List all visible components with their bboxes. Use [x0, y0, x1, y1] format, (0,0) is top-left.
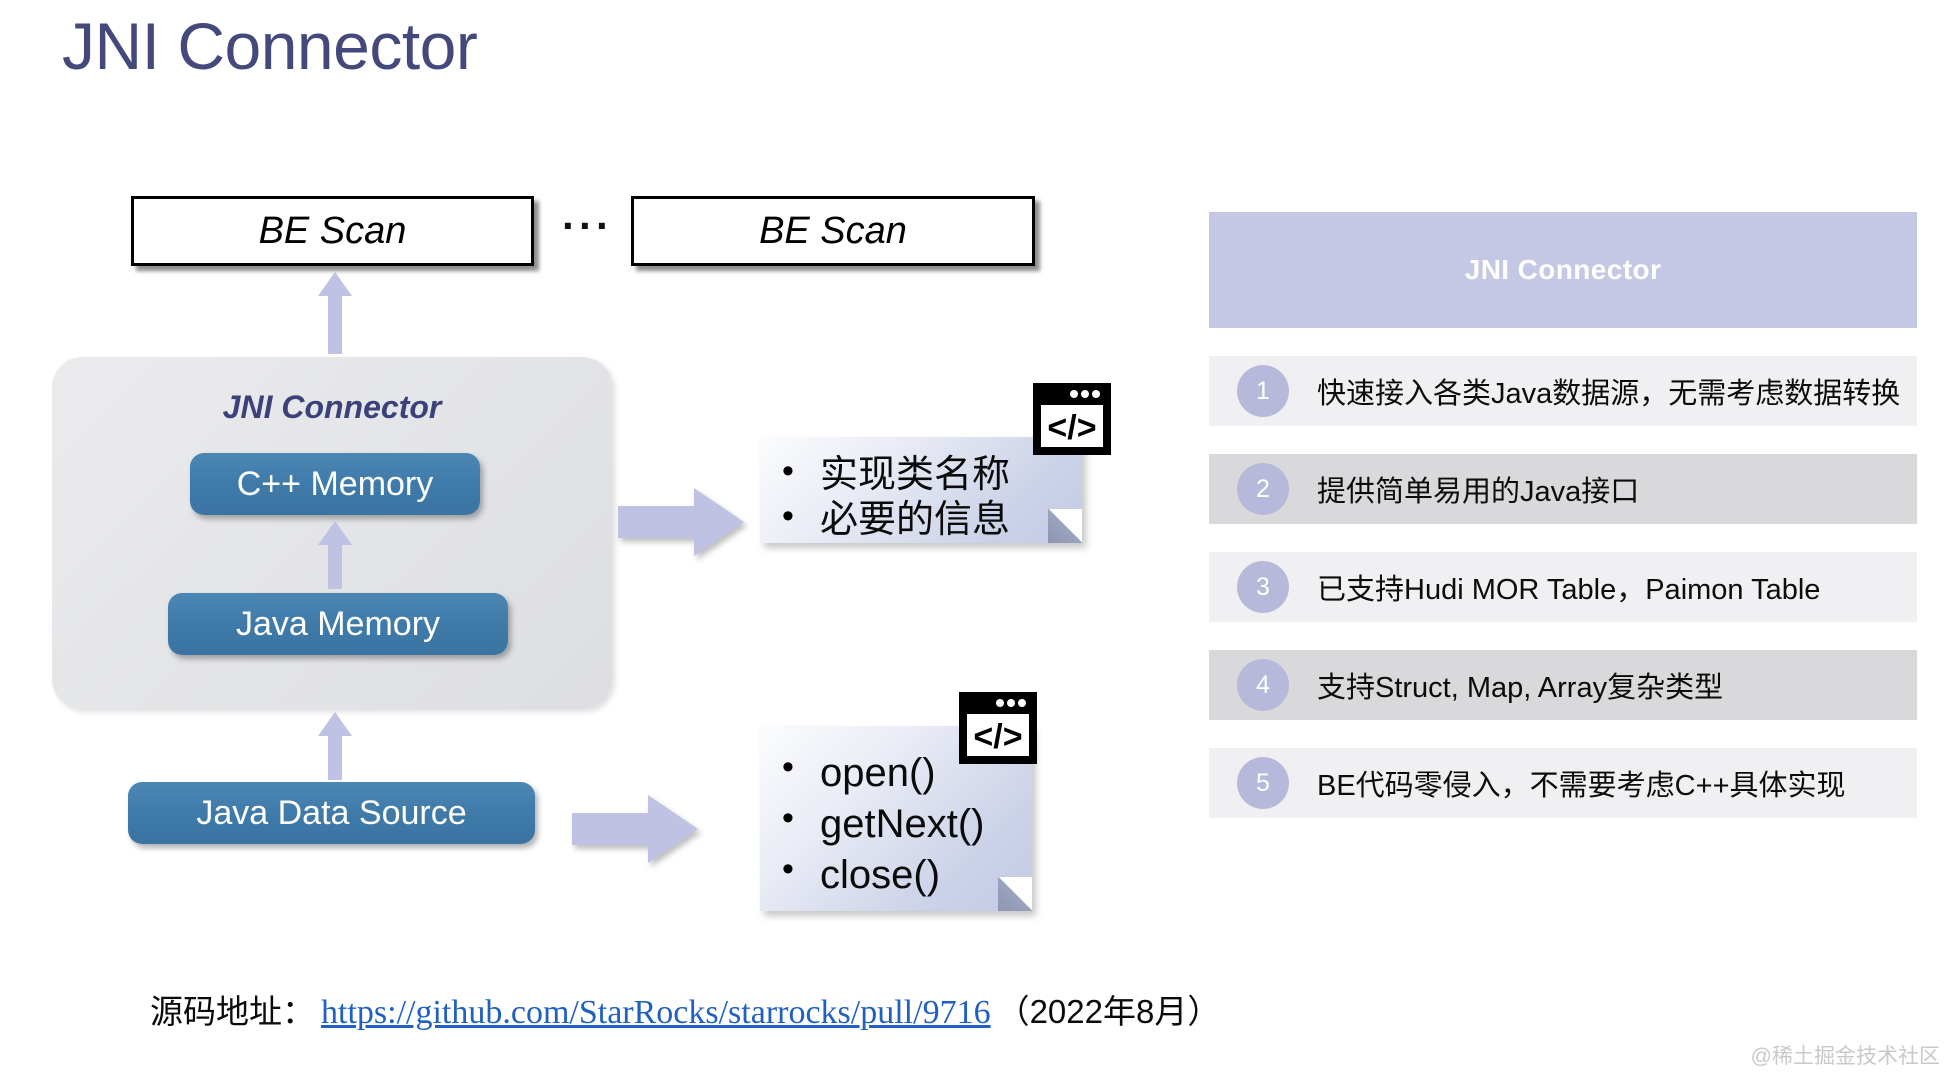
- watermark: @稀土掘金技术社区: [1750, 1045, 1940, 1068]
- page-fold-corner: [998, 877, 1032, 911]
- right-arrow-to-note-two: [572, 795, 698, 863]
- note-card-implementation: 实现类名称 必要的信息: [760, 437, 1082, 543]
- footer-suffix: （2022年8月）: [996, 993, 1221, 1030]
- panel-row-1: 1 快速接入各类Java数据源，无需考虑数据转换: [1209, 356, 1917, 426]
- row-number-badge: 1: [1237, 365, 1289, 417]
- code-window-icon: </>: [959, 692, 1037, 764]
- ellipsis-separator: ···: [562, 202, 613, 249]
- arrow-shaft: [328, 292, 342, 354]
- panel-row-2: 2 提供简单易用的Java接口: [1209, 454, 1917, 524]
- arrow-shaft: [328, 541, 342, 589]
- up-arrow-java-to-cpp: [318, 521, 352, 589]
- code-window-icon: </>: [1033, 383, 1111, 455]
- svg-text:</>: </>: [973, 718, 1022, 756]
- footer-prefix: 源码地址：: [150, 993, 315, 1030]
- source-code-link[interactable]: https://github.com/StarRocks/starrocks/p…: [321, 994, 991, 1031]
- up-arrow-source-to-java: [318, 712, 352, 780]
- panel-header: JNI Connector: [1209, 212, 1917, 328]
- svg-text:</>: </>: [1047, 409, 1096, 447]
- list-item: getNext(): [774, 797, 1022, 850]
- page-fold-corner: [1048, 509, 1082, 543]
- row-text: BE代码零侵入，不需要考虑C++具体实现: [1317, 770, 1846, 802]
- arrow-head: [318, 272, 352, 296]
- be-scan-box-left: BE Scan: [131, 196, 534, 266]
- java-data-source-box: Java Data Source: [128, 782, 535, 844]
- panel-row-5: 5 BE代码零侵入，不需要考虑C++具体实现: [1209, 748, 1917, 818]
- java-memory-box: Java Memory: [168, 593, 508, 655]
- row-text: 提供简单易用的Java接口: [1317, 476, 1640, 508]
- row-text: 支持Struct, Map, Array复杂类型: [1317, 672, 1724, 704]
- row-number-badge: 3: [1237, 561, 1289, 613]
- up-arrow-to-be-scan: [318, 272, 352, 354]
- row-number-badge: 2: [1237, 463, 1289, 515]
- panel-row-3: 3 已支持Hudi MOR Table，Paimon Table: [1209, 552, 1917, 622]
- row-text: 已支持Hudi MOR Table，Paimon Table: [1317, 574, 1821, 606]
- right-arrow-to-note-one: [618, 488, 744, 556]
- arrow-head: [318, 521, 352, 545]
- row-number-badge: 4: [1237, 659, 1289, 711]
- arrow-head: [318, 712, 352, 736]
- cpp-memory-box: C++ Memory: [190, 453, 480, 515]
- jni-connector-label: JNI Connector: [222, 389, 442, 425]
- note-two-list: open() getNext() close(): [774, 746, 1022, 902]
- be-scan-box-right: BE Scan: [631, 196, 1035, 266]
- feature-panel: JNI Connector 1 快速接入各类Java数据源，无需考虑数据转换 2…: [1209, 212, 1917, 818]
- list-item: 实现类名称: [774, 451, 1072, 498]
- list-item: 必要的信息: [774, 496, 1072, 543]
- list-item: close(): [774, 848, 1022, 901]
- note-one-list: 实现类名称 必要的信息: [774, 451, 1072, 543]
- arrow-shaft: [328, 732, 342, 780]
- panel-row-4: 4 支持Struct, Map, Array复杂类型: [1209, 650, 1917, 720]
- footer-source-line: 源码地址： https://github.com/StarRocks/starr…: [150, 985, 1220, 1033]
- list-item: open(): [774, 746, 1022, 799]
- row-number-badge: 5: [1237, 757, 1289, 809]
- page-title: JNI Connector: [62, 9, 478, 83]
- row-text: 快速接入各类Java数据源，无需考虑数据转换: [1317, 378, 1901, 410]
